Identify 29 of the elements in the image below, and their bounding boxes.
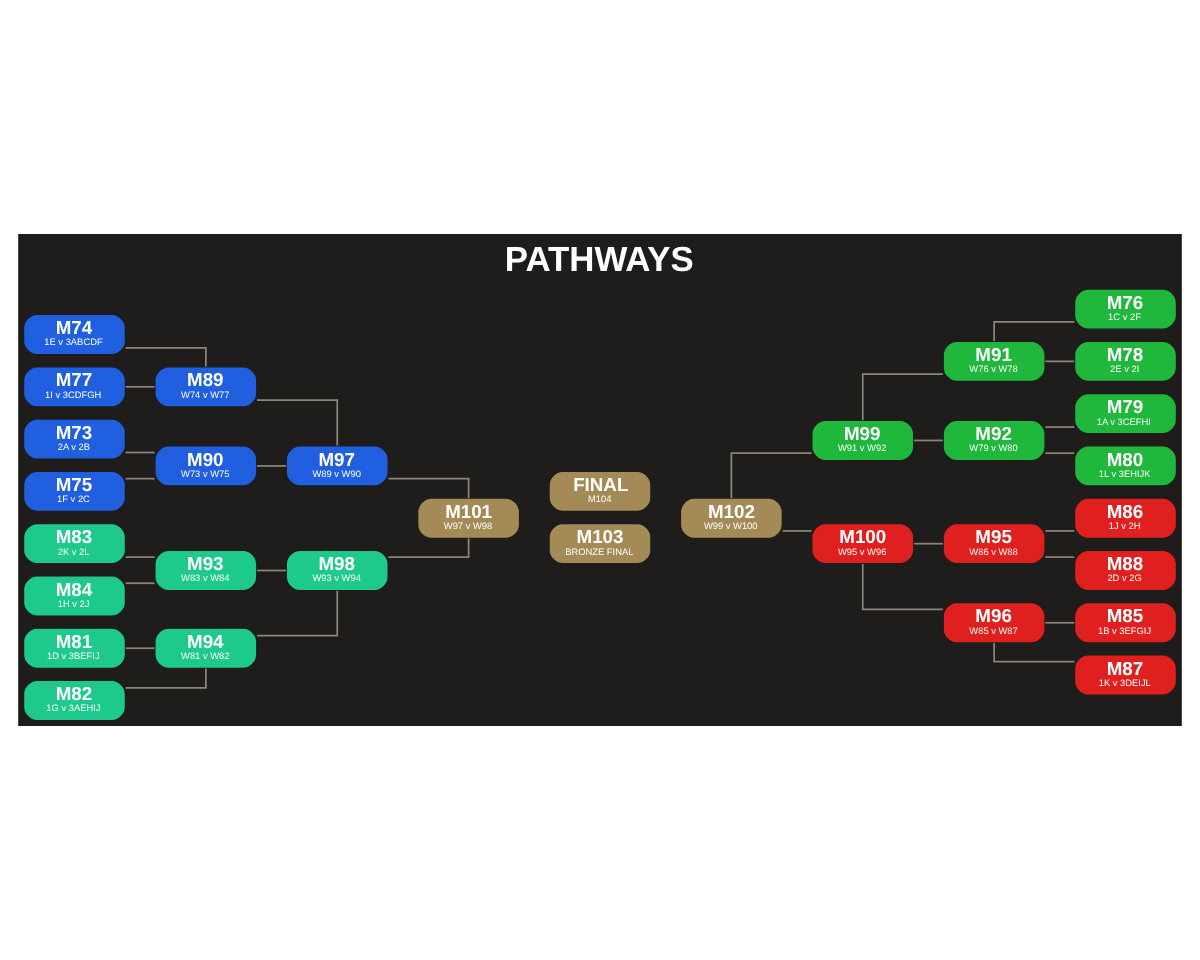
connector xyxy=(124,451,156,454)
connector xyxy=(124,477,156,480)
connector xyxy=(993,642,1076,663)
connector xyxy=(124,385,156,388)
connector xyxy=(913,439,944,442)
connector xyxy=(1044,360,1076,363)
connector xyxy=(387,477,470,499)
connector xyxy=(913,542,944,545)
connector xyxy=(124,556,156,558)
connector xyxy=(124,667,207,689)
connector xyxy=(861,563,944,611)
connector xyxy=(1044,621,1076,624)
connector xyxy=(387,537,470,558)
connector xyxy=(1044,452,1076,455)
connector xyxy=(124,647,156,650)
connector xyxy=(256,569,287,572)
connector xyxy=(256,589,339,637)
connector xyxy=(993,320,1076,342)
connector xyxy=(861,373,944,422)
connector xyxy=(1044,530,1076,532)
connector xyxy=(1044,556,1076,558)
connector xyxy=(124,347,207,368)
connector xyxy=(1044,426,1076,428)
connector xyxy=(124,582,156,585)
connector xyxy=(256,465,287,467)
connector xyxy=(256,399,339,447)
connector xyxy=(730,452,813,499)
diagram-title: PATHWAYS xyxy=(504,239,694,280)
connector xyxy=(781,530,813,532)
